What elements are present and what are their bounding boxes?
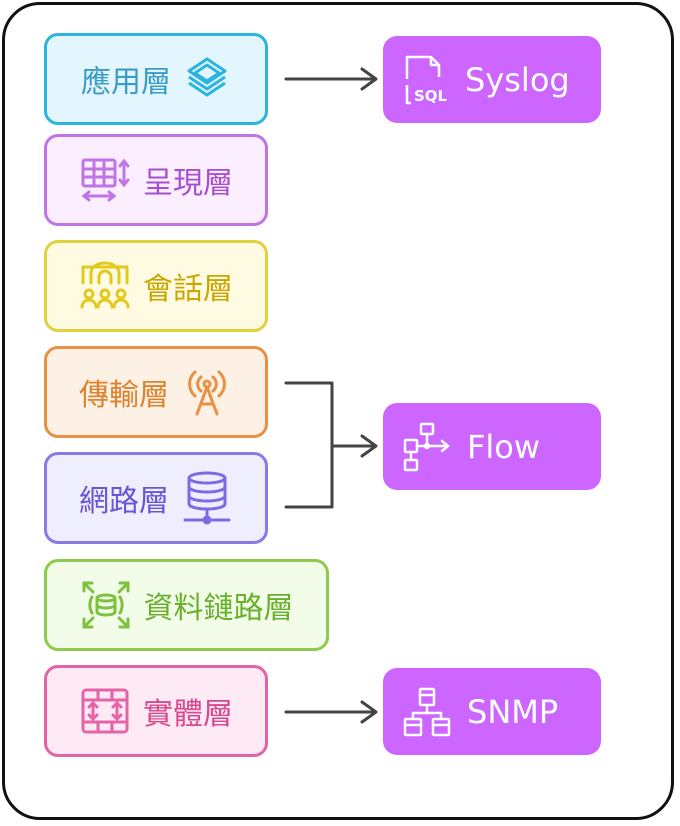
svg-text:SQL: SQL	[414, 87, 448, 105]
protocol-flow: Flow	[383, 403, 601, 490]
protocol-label: Syslog	[465, 60, 570, 99]
protocol-syslog: SQL Syslog	[383, 36, 601, 123]
protocol-label: Flow	[467, 427, 541, 466]
flow-chart-icon	[403, 422, 450, 471]
database-expand-icon	[82, 581, 129, 629]
sql-file-icon: SQL	[405, 55, 448, 105]
layer-label: 實體層	[143, 697, 233, 732]
network-hierarchy-icon	[403, 687, 451, 736]
layer-presentation: 呈現層	[44, 134, 268, 226]
protocol-snmp: SNMP	[383, 668, 601, 755]
layer-label: 呈現層	[143, 166, 233, 201]
grid-split-icon	[81, 688, 129, 734]
layer-transport: 傳輸層	[44, 346, 268, 438]
layer-network: 網路層	[44, 452, 268, 544]
layer-session: 會話層	[44, 240, 268, 332]
layer-application: 應用層	[44, 33, 268, 125]
layer-datalink: 資料鏈路層	[44, 559, 329, 651]
layer-label: 傳輸層	[79, 378, 169, 413]
protocol-label: SNMP	[467, 692, 559, 731]
layer-label: 資料鏈路層	[143, 591, 294, 626]
database-network-icon	[183, 471, 231, 525]
meeting-users-icon	[80, 261, 130, 309]
layer-label: 網路層	[79, 484, 169, 519]
table-resize-icon	[81, 158, 130, 202]
antenna-icon	[188, 370, 226, 416]
layer-physical: 實體層	[44, 665, 268, 757]
layer-label: 應用層	[81, 65, 171, 100]
layer-label: 會話層	[143, 272, 233, 307]
stack-layers-icon	[187, 57, 227, 97]
